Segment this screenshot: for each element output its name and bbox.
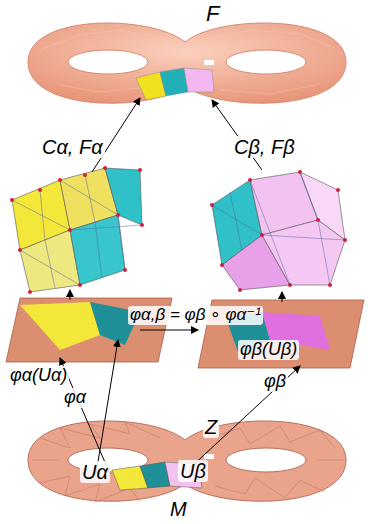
math-label: F	[204, 2, 221, 26]
math-label: M	[168, 498, 189, 520]
math-label: φβ	[262, 372, 288, 392]
math-label: Z	[203, 416, 219, 438]
math-label: Uβ	[178, 460, 208, 482]
math-label: φα	[62, 388, 88, 408]
math-label: Cα, Fα	[40, 136, 105, 158]
math-label: Cβ, Fβ	[232, 136, 297, 158]
math-label: Uα	[80, 461, 110, 483]
math-label: φβ(Uβ)	[238, 340, 299, 360]
math-label: φα,β = φβ ∘ φα⁻¹	[128, 306, 263, 325]
math-label: φα(Uα)	[8, 366, 69, 386]
